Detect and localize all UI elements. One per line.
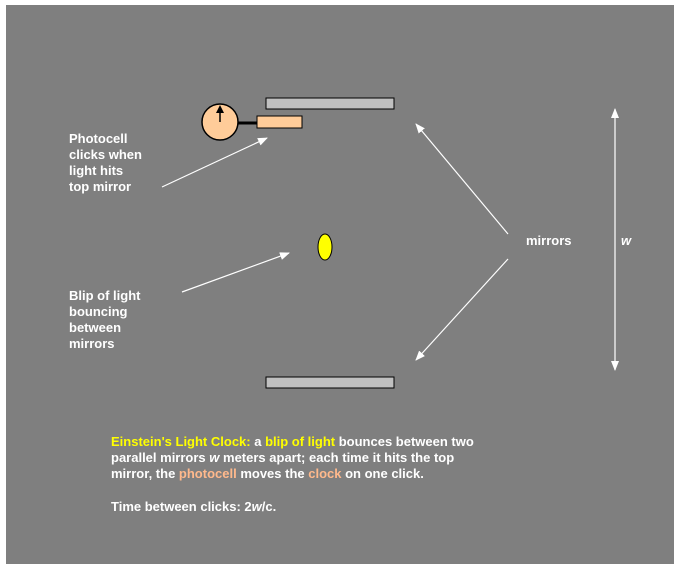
caption-text: bounces between two	[335, 434, 474, 449]
light-blip	[317, 233, 333, 261]
photocell-icon	[256, 115, 303, 129]
diagram-canvas: Photocell clicks when light hits top mir…	[6, 5, 674, 564]
caption-line-1: Einstein's Light Clock: a blip of light …	[111, 434, 611, 450]
photocell-pointer-arrow	[161, 137, 268, 188]
blip-pointer-arrow	[181, 252, 290, 293]
blip-label-line: between	[69, 320, 122, 335]
bottom-mirror	[265, 376, 395, 389]
mirrors-arrow-bottom	[415, 258, 509, 361]
caption-line-3: mirror, the photocell moves the clock on…	[111, 466, 611, 482]
caption-clock-word: clock	[308, 466, 342, 481]
caption-line-2: parallel mirrors w meters apart; each ti…	[111, 450, 611, 466]
caption-photocell-word: photocell	[178, 466, 237, 481]
blip-label-line: mirrors	[69, 336, 115, 351]
caption-blip-phrase: blip of light	[265, 434, 336, 449]
mirrors-label: mirrors	[526, 233, 572, 248]
caption-text: on one click.	[341, 466, 424, 481]
blip-label-line: Blip of light	[69, 288, 141, 303]
caption-w: w	[251, 499, 262, 514]
photocell-label-line: top mirror	[69, 179, 132, 194]
caption-text: meters apart; each time it hits the top	[219, 450, 455, 465]
caption-text: /c.	[261, 499, 277, 514]
blip-label-line: bouncing	[69, 304, 128, 319]
blip-label: Blip of light bouncing between mirrors	[69, 288, 189, 352]
caption-text: moves the	[236, 466, 309, 481]
clock-icon	[201, 103, 239, 141]
mirrors-arrow-top	[415, 123, 509, 235]
diagram-graphics	[161, 97, 619, 389]
photocell-label-line: clicks when	[69, 147, 142, 162]
w-label: w	[621, 233, 632, 248]
photocell-label: Photocell clicks when light hits top mir…	[69, 131, 189, 195]
caption-title: Einstein's Light Clock:	[111, 434, 251, 449]
photocell-label-line: light hits	[69, 163, 124, 178]
caption-text: Time between clicks: 2	[111, 499, 252, 514]
caption-time: Time between clicks: 2w/c.	[111, 499, 611, 515]
top-mirror	[265, 97, 395, 110]
photocell-label-line: Photocell	[69, 131, 128, 146]
caption-w: w	[209, 450, 220, 465]
caption-text: parallel mirrors	[111, 450, 210, 465]
caption-text: mirror, the	[111, 466, 179, 481]
caption-text: a	[250, 434, 266, 449]
